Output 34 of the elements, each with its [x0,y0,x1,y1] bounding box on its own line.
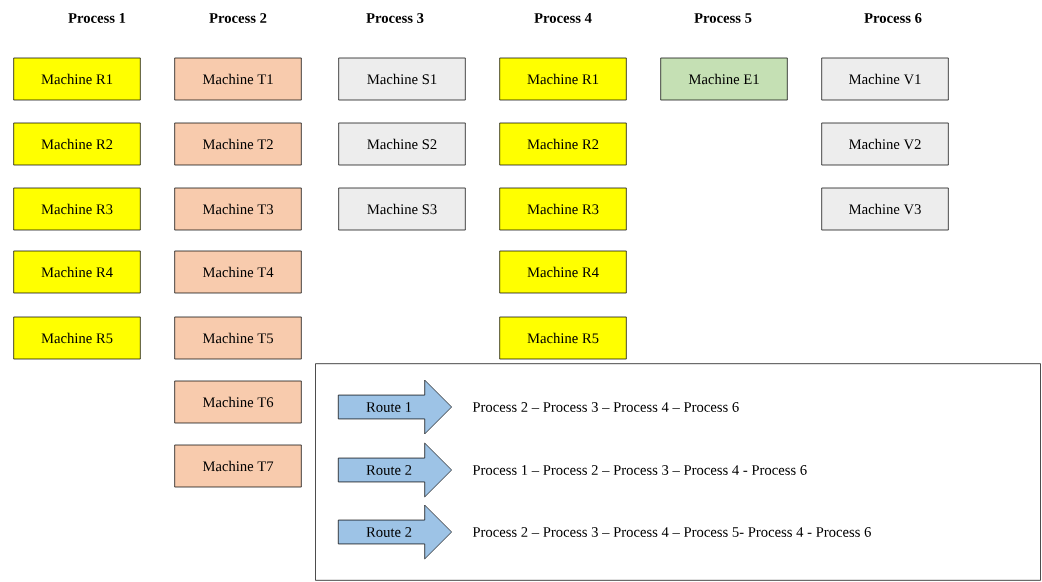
machine-box: Machine S1 [338,57,466,101]
machine-box: Machine T7 [174,444,302,488]
column-heading: Process 5 [694,13,752,23]
machine-box: Machine R3 [499,187,627,231]
machine-box: Machine R2 [13,122,141,166]
route-description: Process 2 – Process 3 – Process 4 – Process 6 [472,402,739,412]
machine-box: Machine T1 [174,57,302,101]
route-panel [315,363,1041,581]
machine-box: Machine R4 [13,250,141,294]
machine-box: Machine R1 [13,57,141,101]
machine-box: Machine R2 [499,122,627,166]
column-heading: Process 3 [366,13,424,23]
machine-box: Machine S3 [338,187,466,231]
column-heading: Process 2 [209,13,267,23]
machine-box: Machine V2 [821,122,949,166]
machine-box: Machine V3 [821,187,949,231]
route-description: Process 2 – Process 3 – Process 4 – Process 5- Process 4 - Process 6 [472,527,871,537]
machine-box: Machine E1 [660,57,788,101]
column-heading: Process 6 [864,13,922,23]
machine-box: Machine R5 [499,316,627,360]
machine-box: Machine T2 [174,122,302,166]
machine-box: Machine V1 [821,57,949,101]
route-description: Process 1 – Process 2 – Process 3 – Process 4 - Process 6 [472,465,807,475]
machine-box: Machine T6 [174,380,302,424]
machine-box: Machine R1 [499,57,627,101]
column-heading: Process 4 [534,13,592,23]
machine-box: Machine R5 [13,316,141,360]
machine-box: Machine T4 [174,250,302,294]
machine-box: Machine S2 [338,122,466,166]
column-heading: Process 1 [68,13,126,23]
machine-box: Machine T3 [174,187,302,231]
machine-box: Machine T5 [174,316,302,360]
machine-box: Machine R4 [499,250,627,294]
machine-box: Machine R3 [13,187,141,231]
